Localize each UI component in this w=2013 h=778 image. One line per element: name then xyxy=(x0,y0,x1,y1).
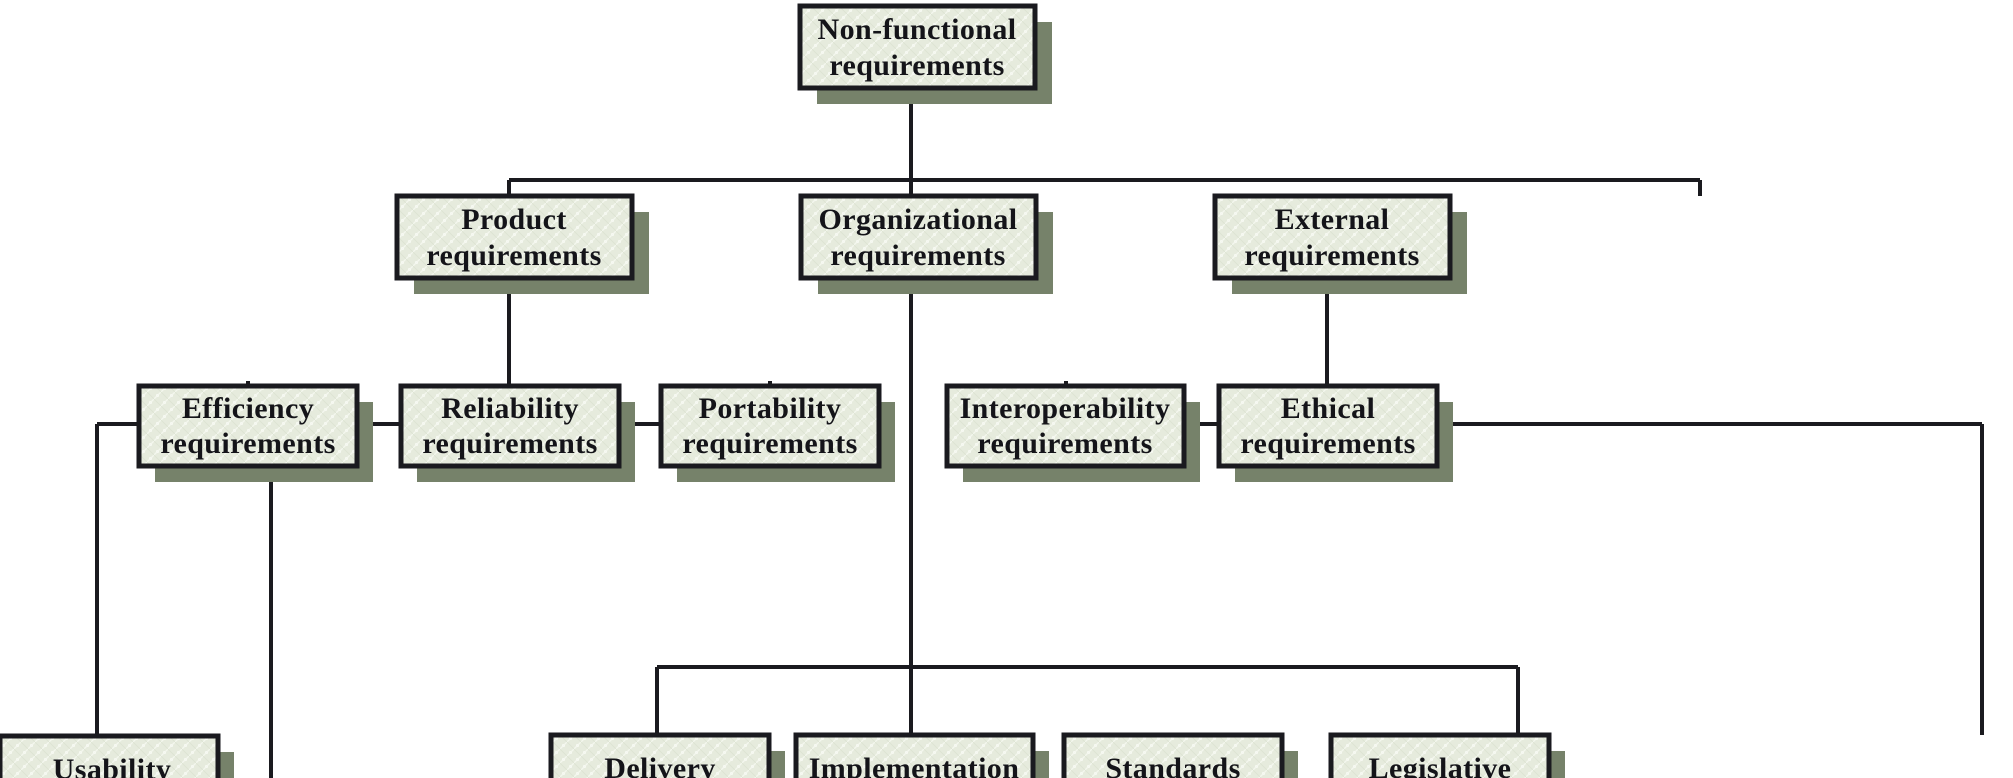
node-box xyxy=(1328,732,1552,778)
node-efficiency-requirements[interactable]: Efficiency requirements xyxy=(136,383,373,482)
node-interoperability-requirements[interactable]: Interoperability requirements xyxy=(944,383,1200,482)
node-box xyxy=(1061,732,1285,778)
node-box xyxy=(658,383,882,469)
node-label-line1: Delivery xyxy=(604,752,715,778)
node-label-line1: Organizational xyxy=(819,203,1018,236)
node-box xyxy=(793,732,1036,778)
node-label-line1: Implementation xyxy=(809,752,1020,778)
node-legislative[interactable]: Legislative xyxy=(1328,732,1565,778)
node-label-line1: Standards xyxy=(1105,752,1240,778)
node-box xyxy=(136,383,360,469)
node-label-line1: Efficiency xyxy=(182,392,314,425)
node-standards[interactable]: Standards xyxy=(1061,732,1298,778)
node-box xyxy=(798,193,1039,281)
node-organizational-requirements[interactable]: Organizational requirements xyxy=(798,193,1053,294)
node-label-line2: requirements xyxy=(422,427,597,460)
node-ethical-requirements[interactable]: Ethical requirements xyxy=(1216,383,1453,482)
node-box xyxy=(1216,383,1440,469)
node-label-line1: Product xyxy=(461,203,567,236)
node-label-line2: requirements xyxy=(829,49,1004,82)
node-box xyxy=(797,3,1038,91)
node-box xyxy=(944,383,1187,469)
node-label-line1: Non-functional xyxy=(818,13,1017,46)
node-portability-requirements[interactable]: Portability requirements xyxy=(658,383,895,482)
node-label-line2: requirements xyxy=(426,239,601,272)
node-label-line1: Legislative xyxy=(1369,752,1512,778)
node-box xyxy=(1212,193,1453,281)
node-label-line1: Usability xyxy=(53,753,172,778)
node-external-requirements[interactable]: External requirements xyxy=(1212,193,1467,294)
node-label-line1: External xyxy=(1275,203,1390,236)
node-product-requirements[interactable]: Product requirements xyxy=(394,193,649,294)
node-label-line1: Interoperability xyxy=(960,392,1171,425)
node-non-functional-requirements[interactable]: Non-functional requirements xyxy=(797,3,1052,104)
node-label-line2: requirements xyxy=(160,427,335,460)
node-box xyxy=(398,383,622,469)
node-label-line1: Portability xyxy=(699,392,842,425)
connector-external-elbow xyxy=(1698,180,1702,196)
node-usability[interactable]: Usability xyxy=(0,733,234,778)
node-delivery[interactable]: Delivery xyxy=(548,732,785,778)
node-implementation[interactable]: Implementation xyxy=(793,732,1049,778)
node-label-line1: Reliability xyxy=(441,392,579,425)
node-box xyxy=(548,732,772,778)
node-reliability-requirements[interactable]: Reliability requirements xyxy=(398,383,635,482)
node-label-line2: requirements xyxy=(830,239,1005,272)
node-label-line1: Ethical xyxy=(1281,392,1375,425)
node-label-line2: requirements xyxy=(682,427,857,460)
node-label-line2: requirements xyxy=(1244,239,1419,272)
node-box xyxy=(394,193,635,281)
node-label-line2: requirements xyxy=(977,427,1152,460)
node-box xyxy=(0,733,221,778)
node-label-line2: requirements xyxy=(1240,427,1415,460)
